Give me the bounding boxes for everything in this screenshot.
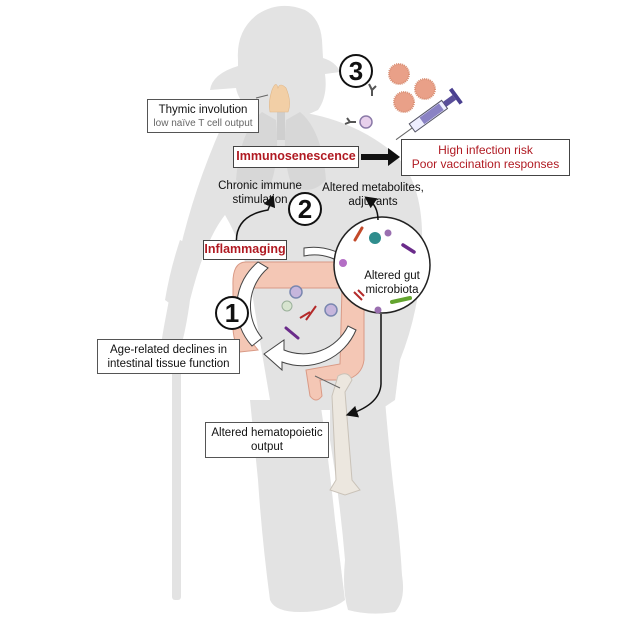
chronic-line-2: stimulation bbox=[232, 193, 288, 206]
intestinal-decline-callout: Age-related declines in intestinal tissu… bbox=[97, 339, 240, 374]
outcome-box: High infection risk Poor vaccination res… bbox=[401, 139, 570, 176]
hematopoietic-line-2: output bbox=[251, 441, 283, 453]
metabolites-line-2: adjuvants bbox=[348, 195, 398, 208]
virus-icon bbox=[388, 63, 436, 113]
syringe-icon bbox=[395, 87, 463, 141]
antibody-icon bbox=[344, 83, 377, 125]
lymphocyte-icon bbox=[359, 115, 373, 129]
step-1-badge: 1 bbox=[215, 296, 249, 330]
step-2-badge: 2 bbox=[288, 192, 322, 226]
outcome-line-2: Poor vaccination responses bbox=[411, 157, 560, 171]
outcome-line-1: High infection risk bbox=[438, 143, 533, 157]
thymic-involution-title: Thymic involution bbox=[158, 104, 248, 116]
altered-metabolites-label: Altered metabolites, adjuvants bbox=[313, 182, 433, 209]
thymic-involution-subtitle: low naïve T cell output bbox=[153, 118, 253, 129]
step-3-badge: 3 bbox=[339, 54, 373, 88]
altered-gut-microbiota-label: Altered gut microbiota bbox=[356, 270, 428, 297]
hematopoietic-line-1: Altered hematopoietic bbox=[211, 427, 323, 439]
microbiota-line-2: microbiota bbox=[365, 283, 419, 296]
intestinal-line-2: intestinal tissue function bbox=[107, 358, 230, 370]
femur-bone-icon bbox=[329, 373, 361, 496]
microbiota-to-metabolites-arrow bbox=[364, 196, 379, 221]
immunosenescence-box: Immunosenescence bbox=[233, 146, 359, 168]
hematopoietic-output-callout: Altered hematopoietic output bbox=[205, 422, 329, 458]
chronic-immune-stimulation-label: Chronic immune stimulation bbox=[205, 180, 315, 207]
chronic-line-1: Chronic immune bbox=[218, 180, 302, 192]
microbiota-to-bone-arrow bbox=[345, 314, 382, 418]
intestinal-line-1: Age-related declines in bbox=[110, 344, 227, 356]
microbiota-circle bbox=[333, 216, 431, 314]
inflammaging-box: Inflammaging bbox=[203, 240, 287, 260]
metabolites-line-1: Altered metabolites, bbox=[322, 182, 424, 194]
microbiota-line-1: Altered gut bbox=[364, 270, 420, 282]
thymic-involution-callout: Thymic involution low naïve T cell outpu… bbox=[147, 99, 259, 133]
bacteria-icon bbox=[281, 285, 338, 340]
thymus-icon bbox=[269, 84, 290, 113]
